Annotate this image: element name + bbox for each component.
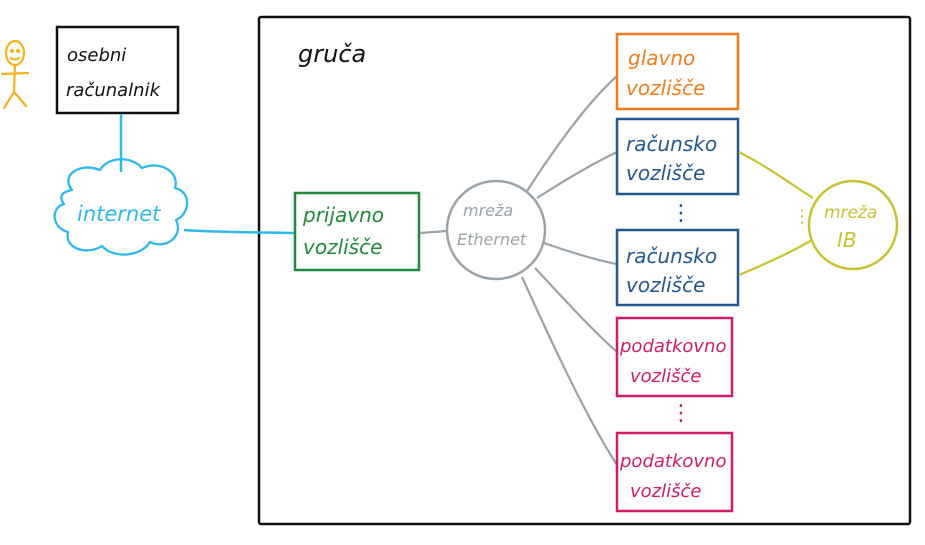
ib-compute2-link [738,239,813,277]
login-ethernet-link [419,229,448,235]
ethernet-label-2: Ethernet [457,230,527,249]
head-node-label-1: glavno [628,46,695,70]
ethernet-compute1-link [536,151,618,199]
personal-computer-label-2: računalnik [66,80,162,101]
ib-links [738,151,814,277]
internet-login-link [183,228,296,235]
compute-node: računsko vozlišče [615,117,740,196]
cloud-icon [53,158,189,256]
head-node-label-2: vozlišče [626,76,705,100]
data-node: podatkovno vozlišče [615,316,734,398]
personal-computer-label-1: osebni [67,45,126,66]
head-node: glavno vozlišče [615,32,740,111]
data-ellipsis: ⋮ [670,401,692,426]
ethernet-data2-link [520,276,618,466]
ethernet-label-1: mreža [463,201,513,220]
data-node-label-1: podatkovno [619,336,726,357]
data-node-label-2: vozlišče [630,481,701,502]
compute-node-label-1: računsko [626,132,717,156]
ib-label-2: IB [837,228,857,252]
ethernet-head-link [526,75,618,192]
compute-node-label-2: vozlišče [626,273,705,297]
compute-ellipsis: ⋮ [670,201,692,226]
personal-computer-box: osebni računalnik [55,25,180,115]
compute-node: računsko vozlišče [615,228,740,307]
login-node-label-2: vozlišče [303,235,382,259]
user-icon [0,39,30,110]
ethernet-links [520,75,618,466]
compute-node-label-2: vozlišče [626,161,705,185]
cluster-label: gruča [298,40,366,68]
ib-compute1-link [738,151,814,199]
data-node: podatkovno vozlišče [615,431,734,513]
ethernet-data1-link [534,267,618,353]
ib-ellipsis: ⋮ [793,206,811,227]
internet-cloud: internet [53,158,189,256]
compute-node-label-1: računsko [626,244,717,268]
cluster-boundary [257,15,912,526]
data-node-label-2: vozlišče [630,366,701,387]
ib-label-1: mreža [824,203,877,223]
ethernet-compute2-link [543,241,618,266]
ib-switch: mreža IB [807,179,899,271]
login-node-label-1: prijavno [302,203,384,227]
ethernet-switch: mreža Ethernet [445,179,547,281]
data-node-label-1: podatkovno [619,451,726,472]
login-node: prijavno vozlišče [293,191,421,272]
internet-label: internet [77,202,161,226]
